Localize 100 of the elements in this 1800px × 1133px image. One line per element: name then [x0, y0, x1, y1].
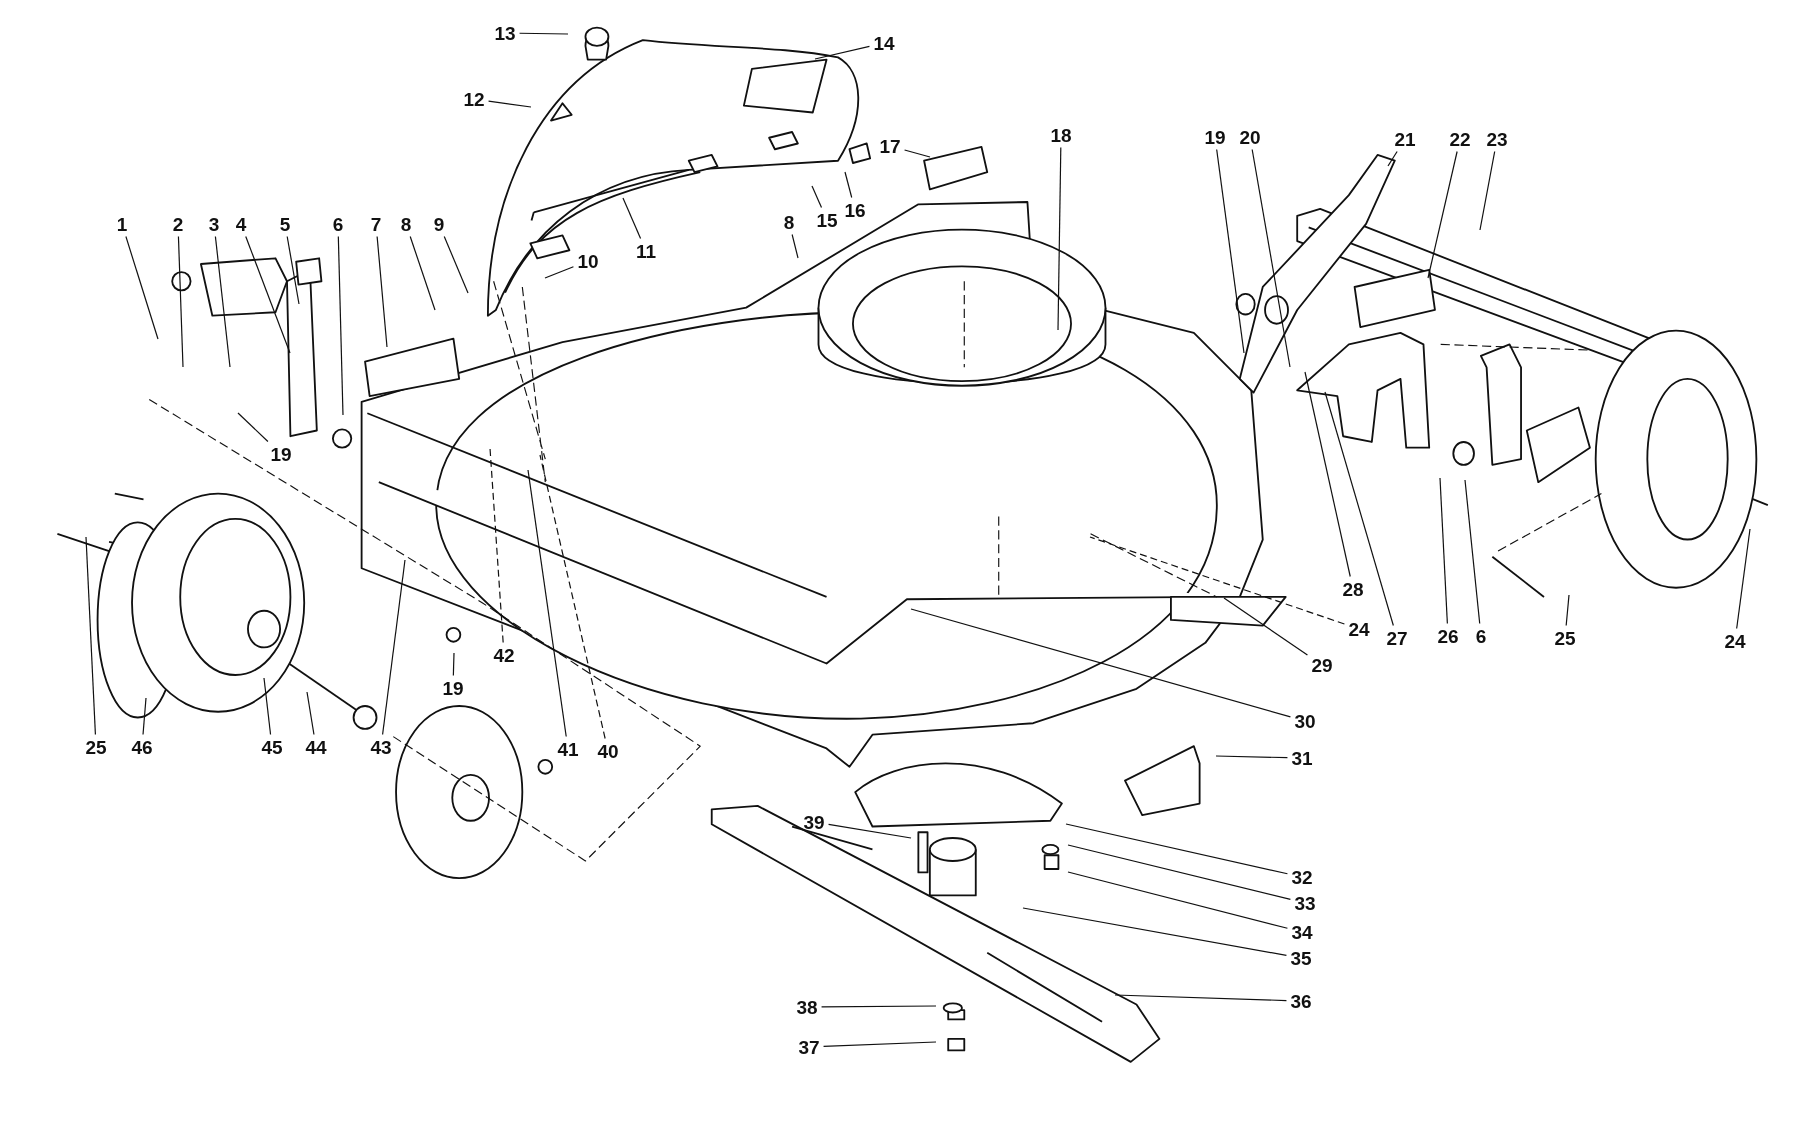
callout-number: 9	[431, 213, 447, 235]
leader-line	[1736, 528, 1751, 630]
leader-line	[1022, 907, 1288, 956]
leader-line	[263, 677, 272, 736]
leader-line	[1067, 871, 1289, 929]
leader-line	[237, 412, 269, 443]
callout-number: 30	[1292, 710, 1318, 732]
callout-number: 20	[1237, 126, 1263, 148]
callout-number: 2	[170, 213, 186, 235]
callout-number: 41	[555, 738, 581, 760]
leader-line	[791, 233, 799, 259]
callout-number: 33	[1292, 892, 1318, 914]
leader-line	[286, 235, 300, 305]
leader-line	[1387, 150, 1398, 167]
leader-line	[452, 652, 455, 677]
leader-line	[376, 235, 388, 348]
callout-number: 19	[440, 677, 466, 699]
callout-number: 38	[794, 996, 820, 1018]
callout-number: 22	[1447, 128, 1473, 150]
leader-line	[1251, 148, 1291, 368]
leader-line	[1057, 146, 1062, 331]
leader-line	[811, 185, 823, 209]
leader-line	[487, 100, 532, 108]
callout-number: 11	[633, 240, 659, 262]
callout-number: 28	[1340, 578, 1366, 600]
leader-line	[85, 536, 96, 736]
callout-number: 3	[206, 213, 222, 235]
callout-number: 24	[1722, 630, 1748, 652]
leader-line	[489, 447, 504, 644]
callout-number: 8	[398, 213, 414, 235]
callout-number: 43	[368, 736, 394, 758]
callout-number: 26	[1435, 625, 1461, 647]
callout-number: 12	[461, 88, 487, 110]
callout-number: 6	[330, 213, 346, 235]
leader-line	[814, 45, 871, 60]
leader-line	[844, 171, 853, 199]
leader-line	[622, 197, 642, 240]
leader-line	[142, 697, 147, 736]
leader-line	[910, 608, 1292, 718]
callout-number: 4	[233, 213, 249, 235]
callout-number: 35	[1288, 947, 1314, 969]
leader-line	[1223, 597, 1309, 656]
callout-number: 17	[877, 135, 903, 157]
callout-number: 8	[781, 211, 797, 233]
leader-line	[337, 235, 344, 416]
callout-number: 45	[259, 736, 285, 758]
leader-line	[409, 235, 436, 311]
callout-number: 29	[1309, 654, 1335, 676]
leader-line	[1324, 391, 1394, 627]
leader-line	[822, 1041, 937, 1048]
callout-number: 13	[492, 22, 518, 44]
leader-line	[125, 235, 159, 340]
callout-number: 5	[277, 213, 293, 235]
callout-number: 18	[1048, 124, 1074, 146]
callout-number: 15	[814, 209, 840, 231]
callout-number: 40	[595, 740, 621, 762]
leader-line	[1304, 371, 1351, 578]
callout-number: 25	[83, 736, 109, 758]
leader-line	[1215, 755, 1289, 759]
callout-number: 31	[1289, 747, 1315, 769]
callout-number: 1	[114, 213, 130, 235]
leader-line	[1565, 594, 1570, 627]
callout-number: 27	[1384, 627, 1410, 649]
leader-line	[1065, 823, 1289, 875]
callout-number: 7	[368, 213, 384, 235]
callout-number: 14	[871, 32, 897, 54]
callout-number: 24	[1346, 618, 1372, 640]
callout-number: 21	[1392, 128, 1418, 150]
callout-number: 19	[1202, 126, 1228, 148]
leader-line	[827, 823, 912, 839]
callout-number: 6	[1473, 625, 1489, 647]
callout-number: 46	[129, 736, 155, 758]
leader-line	[527, 469, 567, 738]
leader-line	[1427, 150, 1458, 279]
leader-line	[903, 149, 931, 158]
callout-number: 19	[268, 443, 294, 465]
leader-line	[1089, 536, 1346, 625]
callout-number: 32	[1289, 866, 1315, 888]
callout-number: 34	[1289, 921, 1315, 943]
leader-line	[1464, 479, 1481, 625]
callout-number: 36	[1288, 990, 1314, 1012]
callout-number: 44	[303, 736, 329, 758]
callout-number: 42	[491, 644, 517, 666]
leader-line	[1439, 477, 1448, 625]
leader-line	[539, 454, 606, 740]
leader-line	[820, 1005, 937, 1008]
leader-line	[214, 235, 231, 368]
callout-number: 10	[575, 250, 601, 272]
callout-number: 39	[801, 811, 827, 833]
leader-line	[177, 235, 184, 368]
leader-line	[518, 32, 569, 35]
leader-line	[1216, 148, 1245, 354]
leader-line	[245, 235, 291, 354]
leader-line	[443, 235, 469, 294]
leader-line	[1067, 844, 1292, 901]
callout-number: 16	[842, 199, 868, 221]
leader-line	[382, 559, 406, 736]
leader-line	[1479, 150, 1496, 231]
callout-number: 25	[1552, 627, 1578, 649]
leader-line	[1114, 994, 1288, 1002]
